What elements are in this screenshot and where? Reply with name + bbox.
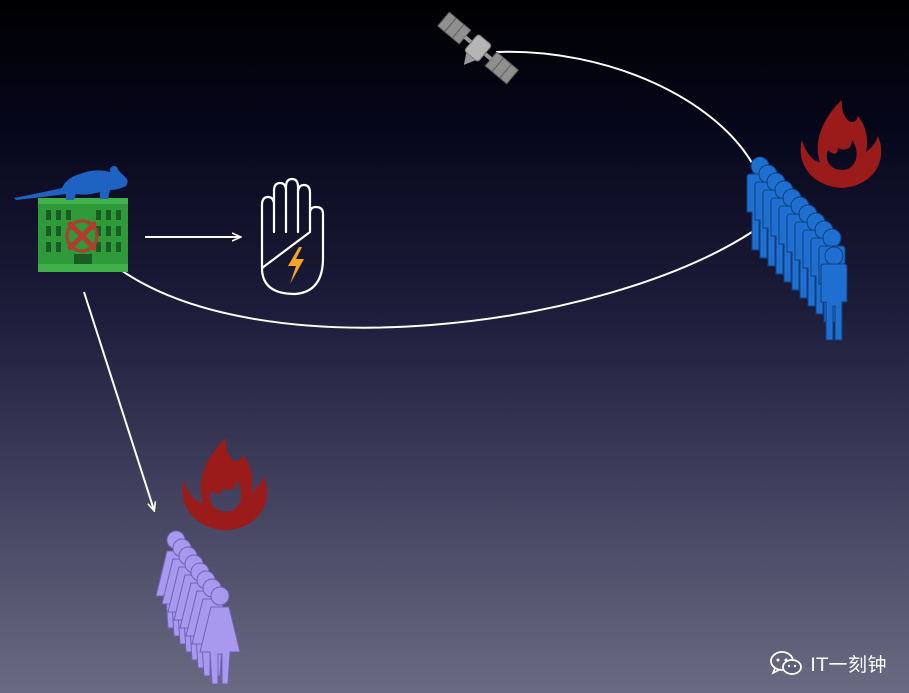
stop-hand-icon — [260, 177, 325, 296]
arrow-building-to-purple-crowd — [83, 291, 154, 510]
connector-satellite-crowd — [495, 50, 753, 164]
watermark: IT一刻钟 — [770, 650, 887, 677]
female-crowd-icon — [155, 530, 241, 685]
lightning-icon — [288, 247, 304, 284]
fire-icon — [182, 438, 268, 531]
satellite-icon — [437, 11, 519, 85]
wechat-icon — [770, 650, 803, 675]
fire-icon — [800, 100, 882, 188]
connector-building-crowd — [117, 231, 753, 329]
rat-icon — [14, 166, 128, 200]
cross-mark-icon — [65, 219, 99, 253]
watermark-text: IT一刻钟 — [810, 654, 887, 676]
